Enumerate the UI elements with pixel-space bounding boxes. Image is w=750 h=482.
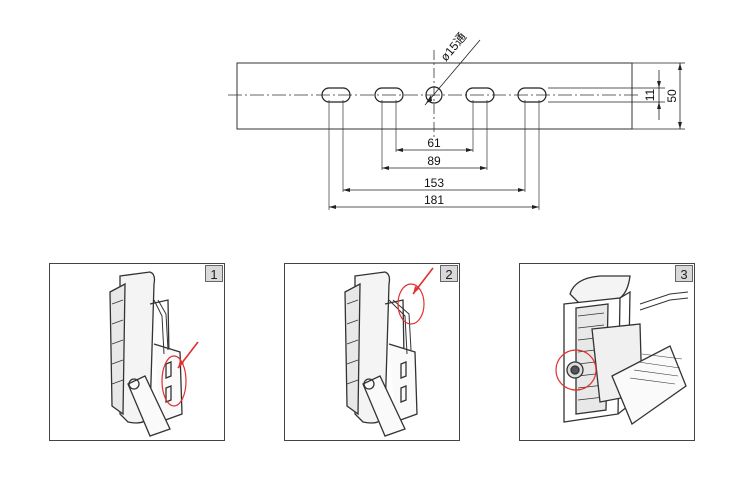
extension-lines [328, 100, 540, 210]
slot-1 [321, 87, 351, 103]
slot-4 [517, 87, 547, 103]
highlight-circle [555, 349, 597, 391]
vertical-dimension-lines [548, 62, 685, 130]
highlight-circle [397, 283, 425, 325]
step-3-panel: 3 [519, 263, 695, 441]
dim-89: 89 [427, 154, 441, 168]
slot-3 [465, 87, 495, 103]
dim-181: 181 [424, 193, 444, 207]
step-3-badge: 3 [675, 265, 693, 282]
step-2-panel: 2 [284, 263, 460, 441]
dim-50: 50 [665, 89, 679, 103]
floodlight-side-illustration [109, 271, 199, 437]
dim-153: 153 [424, 176, 444, 190]
center-hole [425, 86, 443, 104]
dim-11: 11 [643, 88, 657, 101]
floodlight-mounted-illustration [555, 275, 689, 425]
bracket-plate [236, 62, 633, 130]
step-1-panel: 1 [49, 263, 225, 441]
vertical-dimension-arrows [657, 63, 682, 129]
bracket-drawing: ø15通 61 89 153 181 11 50 [228, 30, 685, 210]
step-2-badge: 2 [440, 265, 458, 282]
dim-61: 61 [427, 136, 441, 150]
floodlight-cable-illustration [344, 267, 434, 437]
dimension-arrows [329, 148, 539, 209]
highlight-circle [161, 355, 187, 407]
slot-2 [374, 87, 404, 103]
step-1-badge: 1 [205, 265, 223, 282]
hole-leader-arrow [426, 95, 432, 103]
hole-leader [424, 39, 481, 106]
dimension-lines [329, 149, 539, 208]
